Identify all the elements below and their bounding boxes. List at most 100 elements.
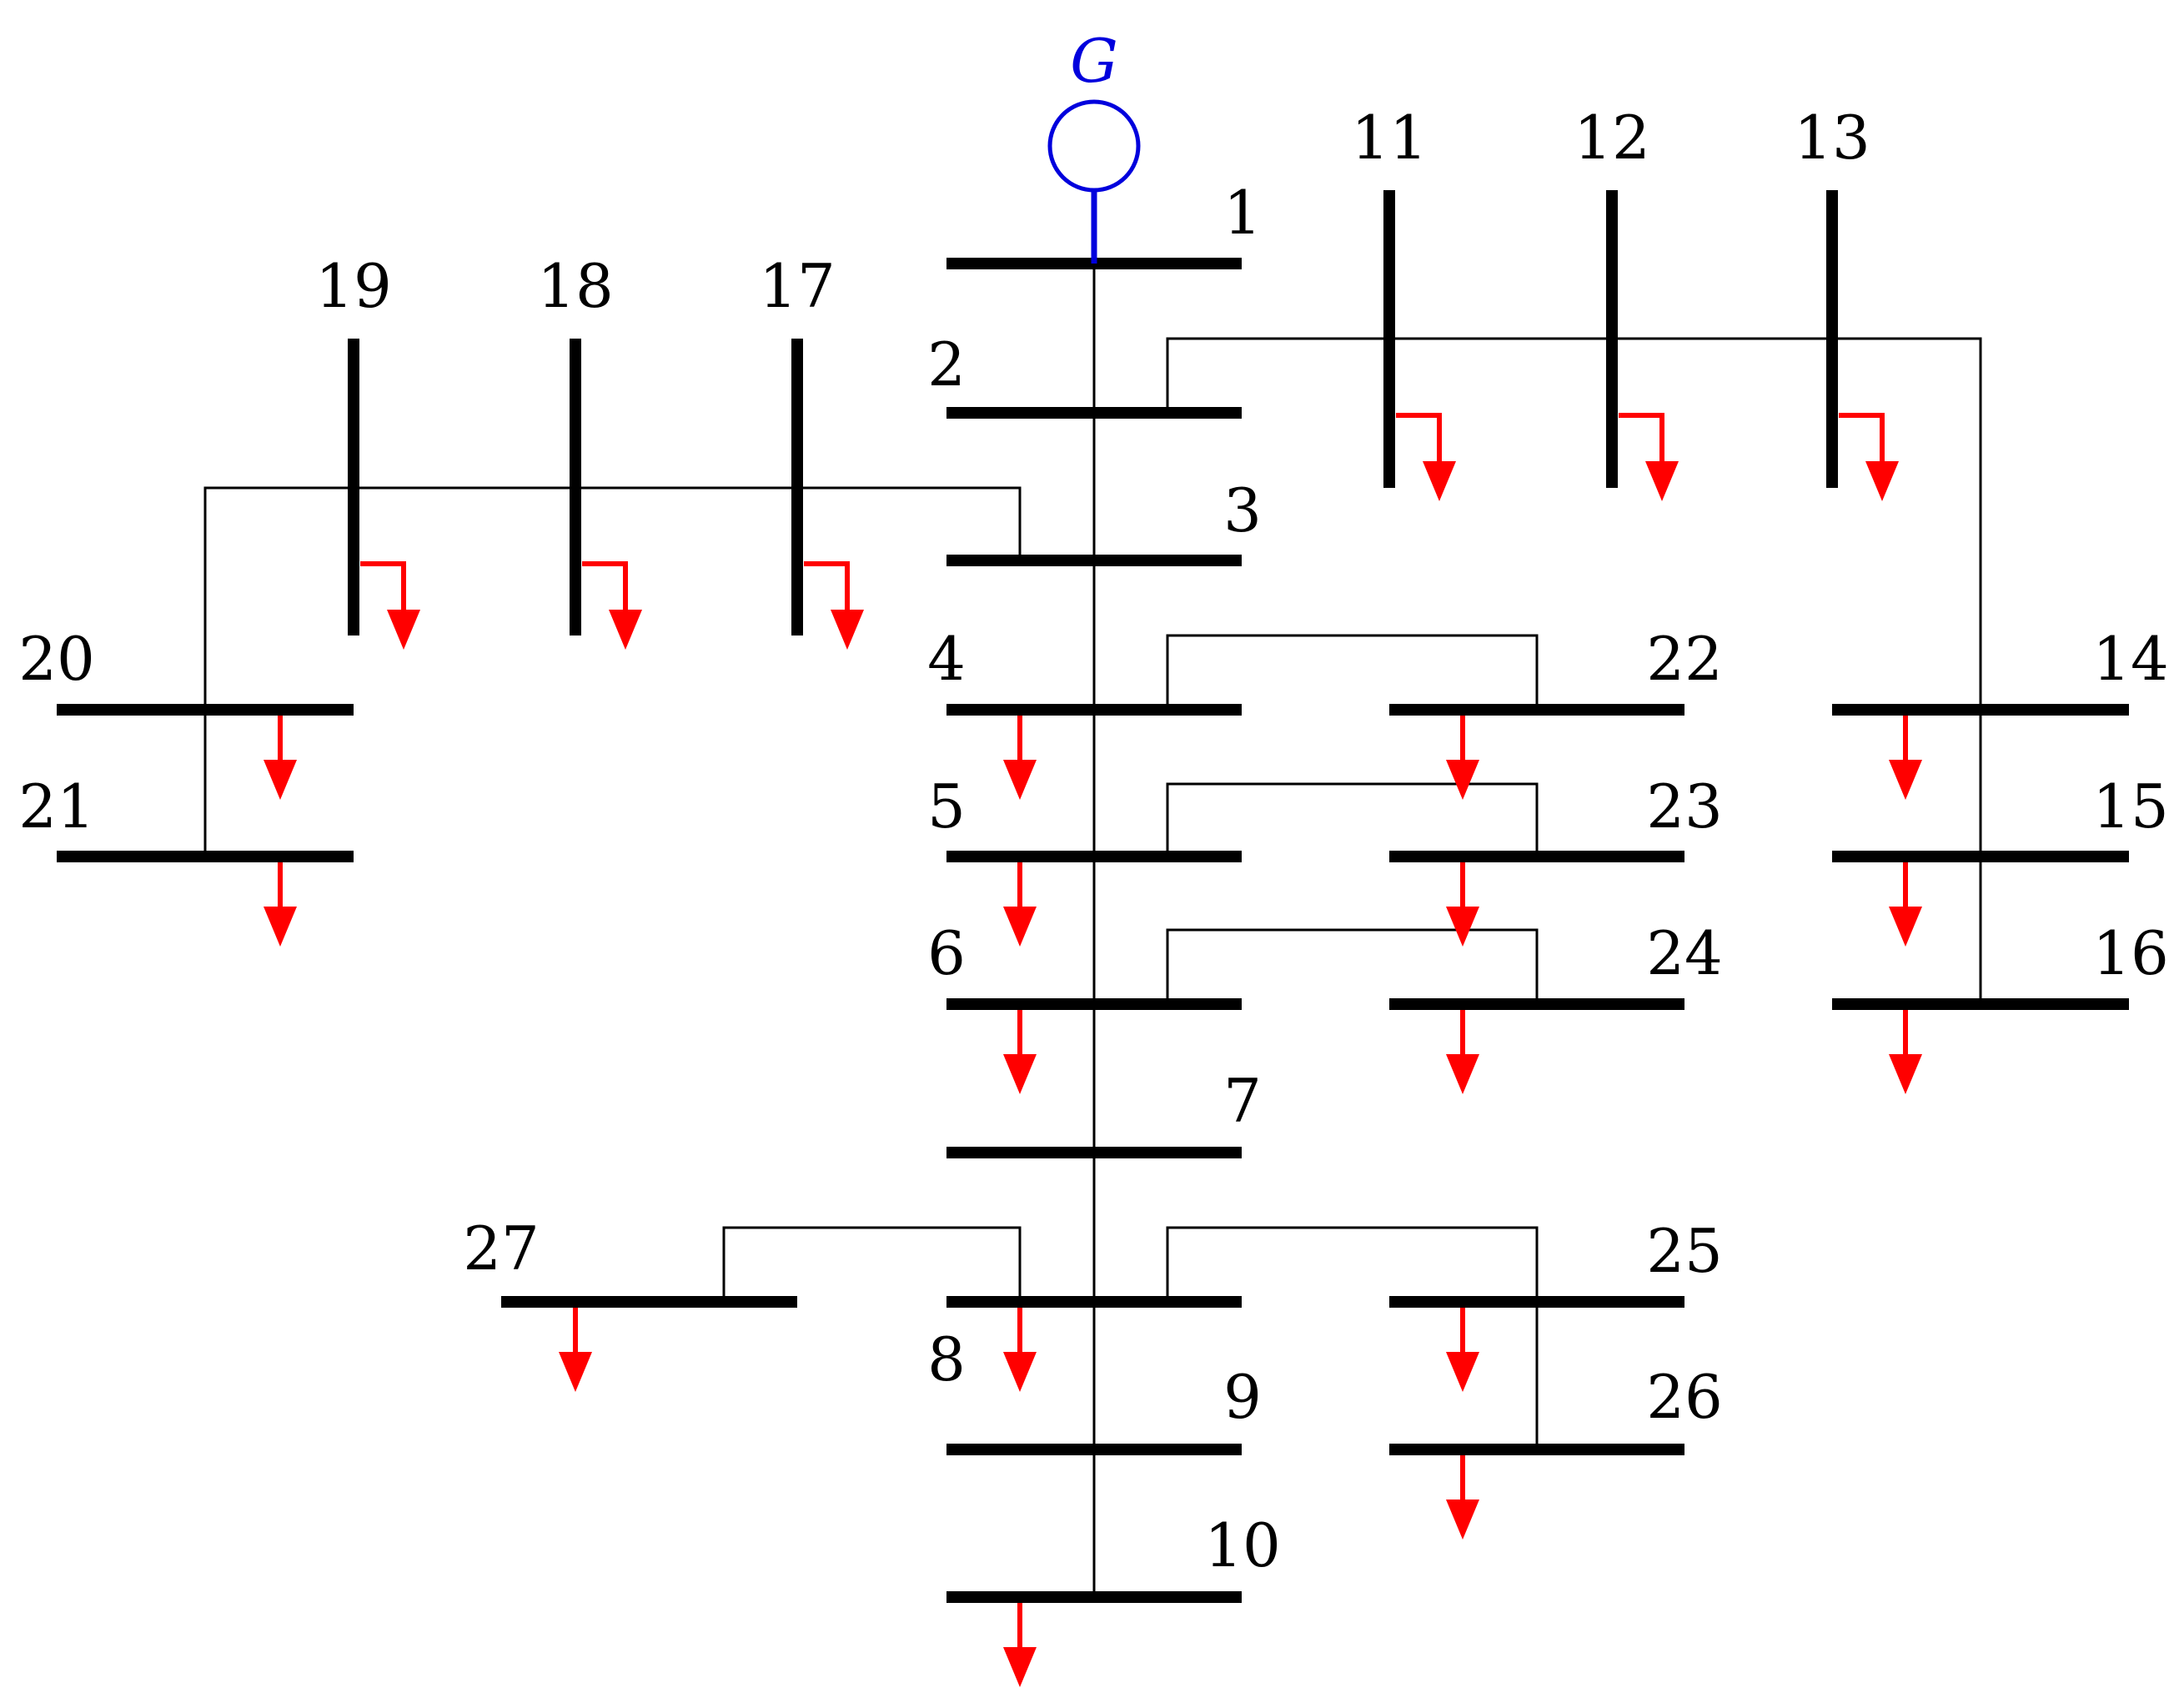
bus-25: 25 <box>1389 1216 1723 1308</box>
bus-15: 15 <box>1832 771 2169 862</box>
load-22 <box>1446 716 1479 800</box>
load-arrowhead <box>559 1352 592 1392</box>
load-arrowhead <box>1889 760 1922 800</box>
load-arrowhead <box>1865 461 1899 501</box>
bus-18: 18 <box>537 251 614 635</box>
bus-3: 3 <box>946 475 1262 566</box>
load-arrowhead <box>264 907 297 947</box>
bus-label: 16 <box>2092 918 2169 988</box>
bus-19: 19 <box>315 251 392 635</box>
bus-16: 16 <box>1832 918 2169 1010</box>
generator-icon <box>1047 99 1141 193</box>
bus-21: 21 <box>18 771 354 862</box>
bus-label: 2 <box>927 329 966 399</box>
bus-label: 13 <box>1794 103 1870 173</box>
load-arrowhead <box>1446 1500 1479 1540</box>
load-4 <box>1003 716 1037 800</box>
load-arrowhead <box>1003 760 1037 800</box>
bus-label: 8 <box>927 1324 966 1394</box>
bus-5: 5 <box>927 771 1242 862</box>
load-arrowhead <box>1446 907 1479 947</box>
bus-11: 11 <box>1351 103 1428 488</box>
load-15 <box>1889 862 1922 947</box>
load-5 <box>1003 862 1037 947</box>
bus-label: 20 <box>18 624 95 694</box>
bus-label: 22 <box>1646 624 1723 694</box>
load-stem <box>1619 413 1664 468</box>
bus-17: 17 <box>759 251 836 635</box>
load-arrowhead <box>1889 907 1922 947</box>
branch-4-22 <box>1166 634 1539 710</box>
load-arrowhead <box>1446 1352 1479 1392</box>
load-8 <box>1003 1308 1037 1392</box>
load-arrowhead <box>609 610 642 650</box>
branch-3-17 <box>797 486 1022 560</box>
load-20 <box>264 716 297 800</box>
load-10 <box>1003 1603 1037 1687</box>
bus-10: 10 <box>946 1510 1281 1603</box>
bus-label: 4 <box>927 624 966 694</box>
bus-label: 21 <box>18 771 95 841</box>
load-17 <box>804 561 864 650</box>
branch-lines <box>203 264 1982 1597</box>
load-26 <box>1446 1455 1479 1540</box>
bus-14: 14 <box>1832 624 2169 716</box>
load-arrowhead <box>1889 1054 1922 1094</box>
bus-24: 24 <box>1389 918 1723 1010</box>
load-18 <box>582 561 642 650</box>
bus-label: 23 <box>1646 771 1723 841</box>
bus-6: 6 <box>927 918 1242 1010</box>
load-16 <box>1889 1010 1922 1094</box>
bus-label: 25 <box>1646 1216 1723 1286</box>
bus-9: 9 <box>946 1362 1262 1455</box>
bus-label: 1 <box>1223 178 1262 248</box>
load-14 <box>1889 716 1922 800</box>
branch-19-20 <box>203 486 354 710</box>
bus-27: 27 <box>463 1213 797 1308</box>
load-arrowhead <box>1423 461 1456 501</box>
load-stem <box>804 561 850 616</box>
bus-label: 12 <box>1574 103 1650 173</box>
generator-label: G <box>1070 26 1118 96</box>
load-stem <box>1839 413 1885 468</box>
load-23 <box>1446 862 1479 947</box>
bus-label: 19 <box>315 251 392 321</box>
branch-8-25 <box>1166 1226 1539 1302</box>
load-arrowhead <box>1003 1352 1037 1392</box>
bus-22: 22 <box>1389 624 1723 716</box>
bus-label: 5 <box>927 771 966 841</box>
load-19 <box>360 561 420 650</box>
bus-label: 10 <box>1204 1510 1281 1580</box>
bus-12: 12 <box>1574 103 1650 488</box>
load-arrowhead <box>1446 1054 1479 1094</box>
bus-7: 7 <box>946 1066 1262 1158</box>
bus-26: 26 <box>1389 1362 1723 1455</box>
loads <box>264 413 1922 1687</box>
branch-2-11 <box>1166 337 1389 413</box>
load-arrowhead <box>1645 461 1679 501</box>
load-12 <box>1619 413 1679 501</box>
bus-label: 9 <box>1223 1362 1262 1432</box>
load-stem <box>360 561 406 616</box>
bus-label: 24 <box>1646 918 1723 988</box>
load-27 <box>559 1308 592 1392</box>
branch-13-14 <box>1832 337 1982 710</box>
load-arrowhead <box>1003 1647 1037 1687</box>
load-24 <box>1446 1010 1479 1094</box>
bus-20: 20 <box>18 624 354 716</box>
bus-label: 17 <box>759 251 836 321</box>
generator: G <box>1047 26 1141 264</box>
bus-label: 11 <box>1351 103 1428 173</box>
bus-label: 27 <box>463 1213 540 1284</box>
load-arrowhead <box>831 610 864 650</box>
branch-5-23 <box>1166 782 1539 857</box>
branch-6-24 <box>1166 928 1539 1004</box>
bus-label: 7 <box>1223 1066 1262 1136</box>
load-arrowhead <box>1003 1054 1037 1094</box>
branch-8-27 <box>722 1226 1022 1302</box>
load-arrowhead <box>1446 760 1479 800</box>
bus-label: 26 <box>1646 1362 1723 1432</box>
bus-13: 13 <box>1794 103 1870 488</box>
